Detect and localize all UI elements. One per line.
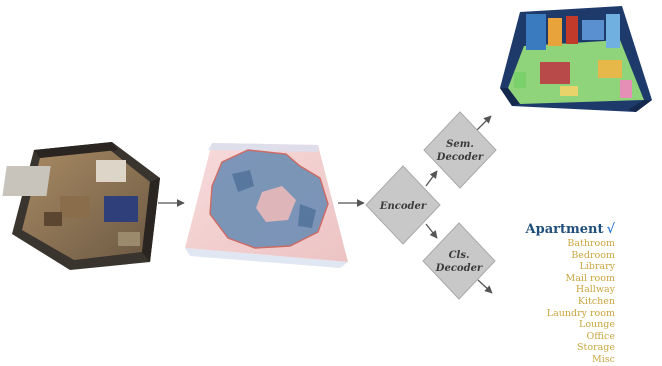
check-icon: √ (606, 222, 615, 237)
class-item: Mail room (565, 272, 615, 284)
class-item: Misc (592, 353, 615, 365)
encoder-label: Encoder (379, 201, 427, 212)
arrow-encoder-to-cls-decoder (425, 223, 438, 239)
cls-decoder-node: Cls. Decoder (422, 222, 496, 300)
sem-decoder-node: Sem. Decoder (423, 111, 497, 189)
voxel-volume-image (185, 143, 348, 268)
arrow-encoder-to-sem-decoder (425, 170, 438, 187)
class-item: Library (579, 261, 615, 273)
class-item: Bathroom (567, 238, 615, 249)
cls-decoder-label-line1: Cls. (449, 250, 470, 261)
class-item: Lounge (579, 319, 615, 331)
predicted-class: Apartment√ (505, 222, 615, 238)
sem-decoder-label-line2: Decoder (436, 152, 484, 163)
class-item: Storage (577, 342, 615, 354)
class-item: Bedroom (571, 249, 615, 261)
sem-decoder-label-line1: Sem. (446, 139, 474, 150)
cls-decoder-label-line2: Decoder (435, 263, 483, 274)
class-item: Office (586, 330, 615, 342)
arrow-sem-decoder-to-output (476, 115, 492, 131)
class-item: Laundry room (546, 307, 615, 319)
class-item: Hallway (575, 284, 615, 296)
encoder-node: Encoder (365, 165, 441, 245)
class-item: Kitchen (577, 295, 615, 307)
arrow-cls-decoder-to-classes (477, 279, 493, 294)
segmentation-output-image (500, 6, 652, 112)
input-scene-image (2, 142, 160, 270)
predicted-class-label: Apartment (525, 222, 604, 237)
